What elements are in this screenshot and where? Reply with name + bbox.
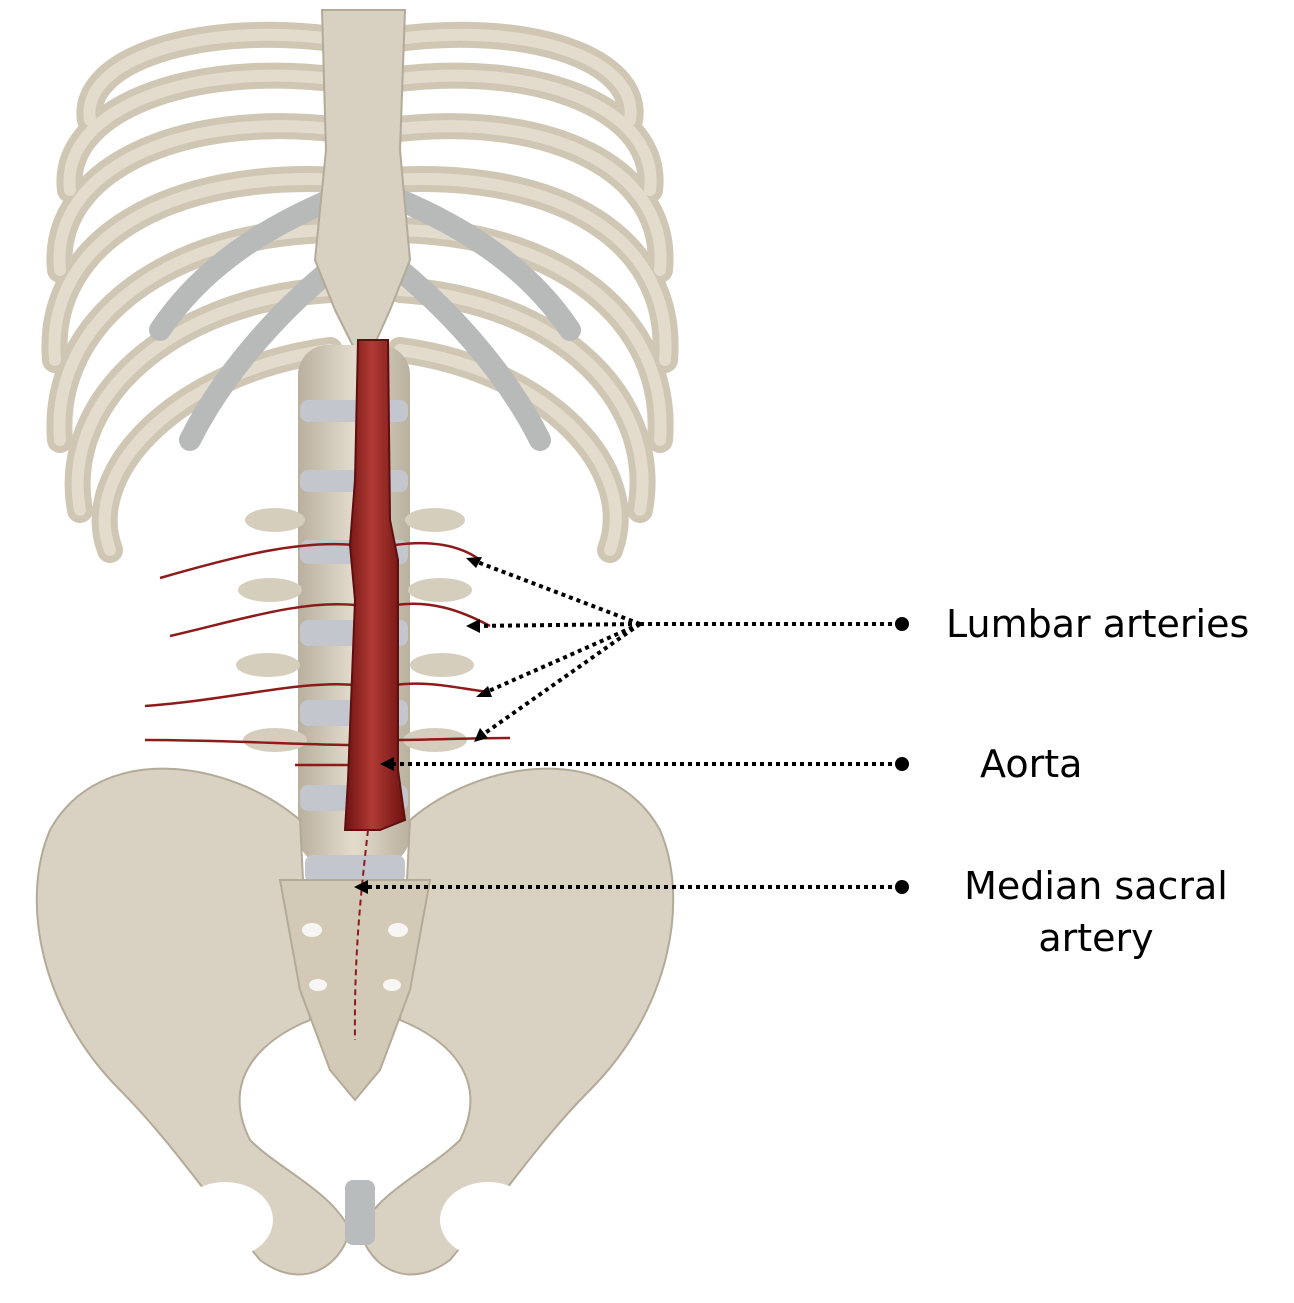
leader-dots [895, 617, 909, 894]
label-median-sacral-artery: Median sacral artery [946, 860, 1246, 964]
label-lumbar-arteries: Lumbar arteries [946, 598, 1249, 650]
label-aorta: Aorta [980, 738, 1082, 790]
